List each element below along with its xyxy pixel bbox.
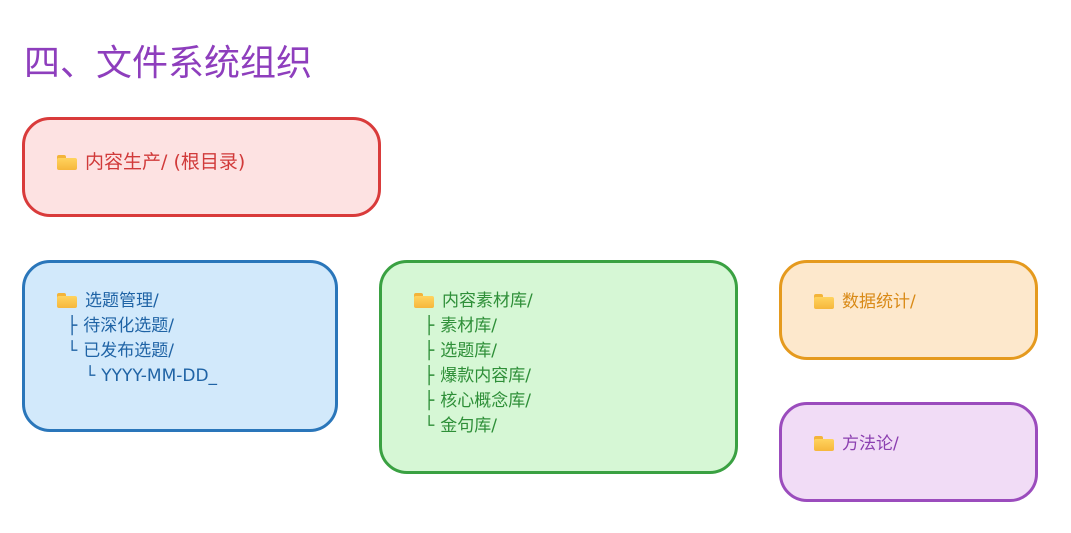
tree-branch-glyph: └ — [424, 416, 435, 436]
topics-grandchild-label: YYYY-MM-DD_ — [101, 366, 218, 386]
topics-folder-line: 选题管理/ — [57, 289, 217, 314]
tree-branch-glyph: ├ — [424, 341, 435, 361]
materials-folder-node: 内容素材库/ ├素材库/ ├选题库/ ├爆款内容库/ ├核心概念库/ └金句库/ — [379, 260, 738, 474]
materials-child-label: 爆款内容库/ — [440, 366, 531, 386]
tree-branch-glyph: ├ — [424, 366, 435, 386]
stats-folder-node: 数据统计/ — [779, 260, 1038, 360]
materials-folder-line: 内容素材库/ — [414, 289, 533, 314]
root-folder-line: 内容生产/ (根目录) — [57, 148, 245, 176]
folder-icon — [414, 293, 434, 308]
method-folder-line: 方法论/ — [814, 432, 899, 457]
folder-icon — [57, 293, 77, 308]
tree-branch-glyph: ├ — [67, 316, 78, 336]
tree-branch-glyph: └ — [67, 341, 78, 361]
tree-branch-glyph: └ — [85, 366, 96, 386]
root-folder-node: 内容生产/ (根目录) — [22, 117, 381, 217]
folder-icon — [814, 294, 834, 309]
folder-icon — [57, 155, 77, 170]
topics-child-label: 已发布选题/ — [83, 341, 174, 361]
tree-branch-glyph: ├ — [424, 391, 435, 411]
materials-child-label: 素材库/ — [440, 316, 497, 336]
tree-branch-glyph: ├ — [424, 316, 435, 336]
folder-icon — [814, 436, 834, 451]
topics-folder-label: 选题管理/ — [85, 291, 159, 311]
materials-folder-label: 内容素材库/ — [442, 291, 533, 311]
materials-child-item: └金句库/ — [414, 414, 533, 439]
topics-child-item: ├待深化选题/ — [57, 314, 217, 339]
page-title: 四、文件系统组织 — [24, 43, 313, 85]
materials-child-label: 核心概念库/ — [440, 391, 531, 411]
stats-folder-label: 数据统计/ — [842, 292, 916, 312]
materials-child-label: 选题库/ — [440, 341, 497, 361]
topics-child-item: └已发布选题/ — [57, 339, 217, 364]
method-folder-node: 方法论/ — [779, 402, 1038, 502]
materials-child-item: ├核心概念库/ — [414, 389, 533, 414]
method-folder-label: 方法论/ — [842, 434, 899, 454]
topics-grandchild-item: └YYYY-MM-DD_ — [57, 364, 217, 389]
stats-folder-line: 数据统计/ — [814, 290, 916, 315]
materials-child-item: ├素材库/ — [414, 314, 533, 339]
materials-child-item: ├爆款内容库/ — [414, 364, 533, 389]
topics-child-label: 待深化选题/ — [83, 316, 174, 336]
materials-child-label: 金句库/ — [440, 416, 497, 436]
materials-child-item: ├选题库/ — [414, 339, 533, 364]
root-folder-label: 内容生产/ (根目录) — [85, 151, 246, 173]
topics-folder-node: 选题管理/ ├待深化选题/ └已发布选题/ └YYYY-MM-DD_ — [22, 260, 338, 432]
